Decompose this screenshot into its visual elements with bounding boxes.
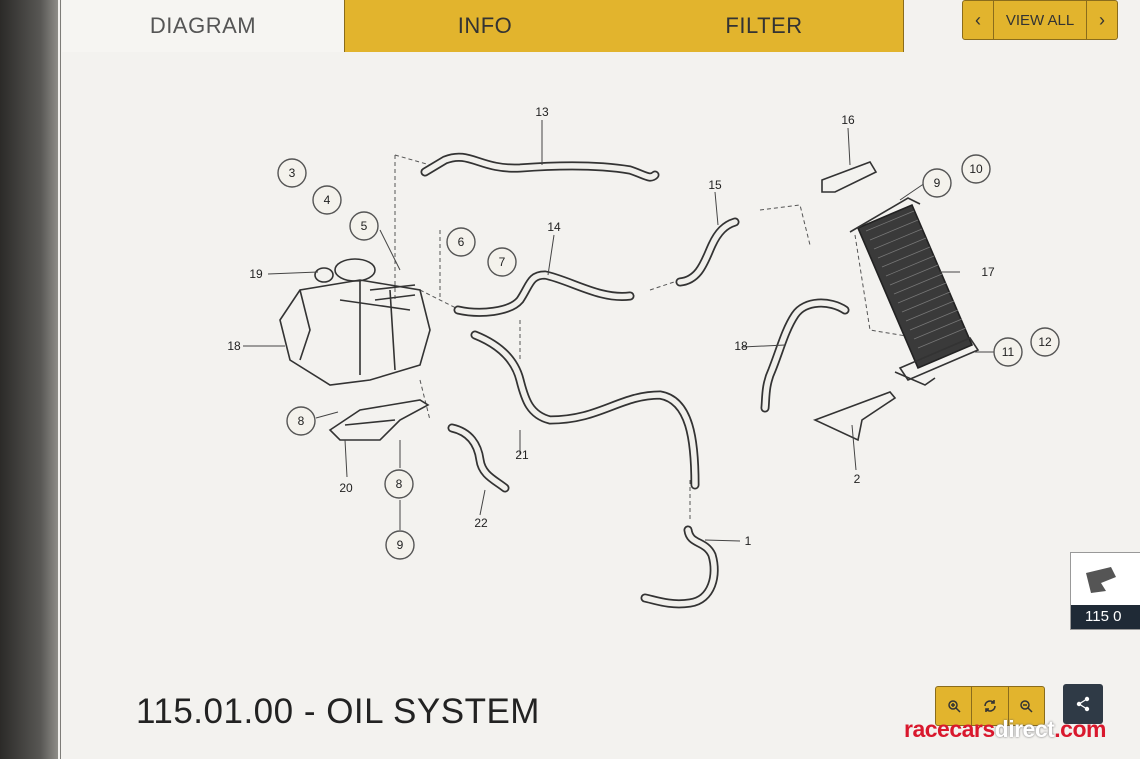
hose-10-part[interactable] [760,298,850,413]
callout-9a[interactable]: 9 [922,168,952,198]
svg-text:18: 18 [734,339,748,353]
share-icon[interactable] [1063,684,1103,724]
refresh-icon[interactable] [972,687,1009,725]
svg-text:21: 21 [515,448,529,462]
svg-text:15: 15 [708,178,722,192]
zoom-controls [935,686,1045,726]
label-6[interactable]: 16 [841,113,855,127]
callout-18[interactable]: 4 [312,185,342,215]
hose-21-part[interactable] [420,152,660,182]
svg-text:9: 9 [397,538,404,552]
label-5[interactable]: 17 [981,265,995,279]
callout-16[interactable]: 9 [385,530,415,560]
thumbnail-image [1086,567,1116,593]
svg-text:20: 20 [339,481,353,495]
oil-cooler-part[interactable] [849,197,980,386]
svg-text:12: 12 [1038,335,1052,349]
thumbnail-115[interactable]: 115 0 [1070,552,1140,630]
parts-diagram: 3 4 5 6 7 8 8 9 9 10 11 12 13 14 15 16 1… [227,105,1060,609]
bracket-7-part[interactable] [812,391,897,442]
hose-11-part[interactable] [640,525,719,609]
callout-8b[interactable]: 12 [1030,327,1060,357]
catalog-panel [60,0,1140,759]
callout-15[interactable]: 8 [384,469,414,499]
label-4[interactable]: 15 [708,178,722,192]
svg-text:11: 11 [1002,345,1015,359]
svg-text:4: 4 [324,193,331,207]
label-10[interactable]: 18 [734,339,748,353]
callout-8a[interactable]: 10 [961,154,991,184]
svg-text:1: 1 [745,534,752,548]
tab-info[interactable]: INFO [344,0,626,52]
label-13[interactable]: 22 [474,516,488,530]
label-2[interactable]: 20 [339,481,353,495]
callout-17[interactable]: 3 [277,158,307,188]
tab-filter[interactable]: FILTER [625,0,904,52]
thumbnail-label: 115 0 [1071,605,1140,629]
svg-text:19: 19 [249,267,263,281]
tab-diagram[interactable]: DIAGRAM [62,0,344,52]
svg-text:10: 10 [969,162,983,176]
svg-text:8: 8 [396,477,403,491]
hose-4-part[interactable] [675,217,740,287]
chevron-right-icon[interactable]: › [1086,1,1117,39]
view-all-button[interactable]: VIEW ALL [1005,11,1075,29]
hose-3-part[interactable] [453,270,635,317]
svg-text:22: 22 [474,516,488,530]
callout-18b[interactable]: 6 [446,227,476,257]
svg-text:17: 17 [981,265,995,279]
page-title: 115.01.00 - OIL SYSTEM [136,692,540,731]
watermark: racecarsdirect.com [904,716,1106,742]
zoom-in-icon[interactable] [936,687,973,725]
label-1[interactable]: 18 [227,339,241,353]
svg-text:6: 6 [458,235,465,249]
svg-text:3: 3 [289,166,296,180]
svg-text:16: 16 [841,113,855,127]
hose-13-part[interactable] [447,423,510,493]
svg-text:13: 13 [535,105,549,119]
svg-text:7: 7 [499,255,506,269]
svg-text:14: 14 [547,220,561,234]
callout-9b[interactable]: 11 [993,337,1023,367]
tank-bracket-part[interactable] [328,399,430,441]
svg-text:2: 2 [854,472,861,486]
label-12[interactable]: 21 [515,448,529,462]
svg-text:8: 8 [298,414,305,428]
bracket-6-part[interactable] [821,161,878,193]
callout-20[interactable]: 7 [487,247,517,277]
svg-text:9: 9 [934,176,941,190]
label-11[interactable]: 1 [745,534,752,548]
hose-12-part[interactable] [470,330,700,490]
oil-tank-part[interactable] [279,258,431,386]
zoom-out-icon[interactable] [1009,687,1044,725]
label-22[interactable]: 19 [249,267,263,281]
callout-19[interactable]: 5 [349,211,379,241]
callout-14[interactable]: 8 [286,406,316,436]
chevron-left-icon[interactable]: ‹ [963,1,994,39]
view-all-control: ‹ VIEW ALL › [962,0,1118,40]
svg-text:5: 5 [361,219,368,233]
label-21[interactable]: 13 [535,105,549,119]
label-3[interactable]: 14 [547,220,561,234]
label-7[interactable]: 2 [854,472,861,486]
svg-text:18: 18 [227,339,241,353]
monitor-bezel [0,0,58,759]
